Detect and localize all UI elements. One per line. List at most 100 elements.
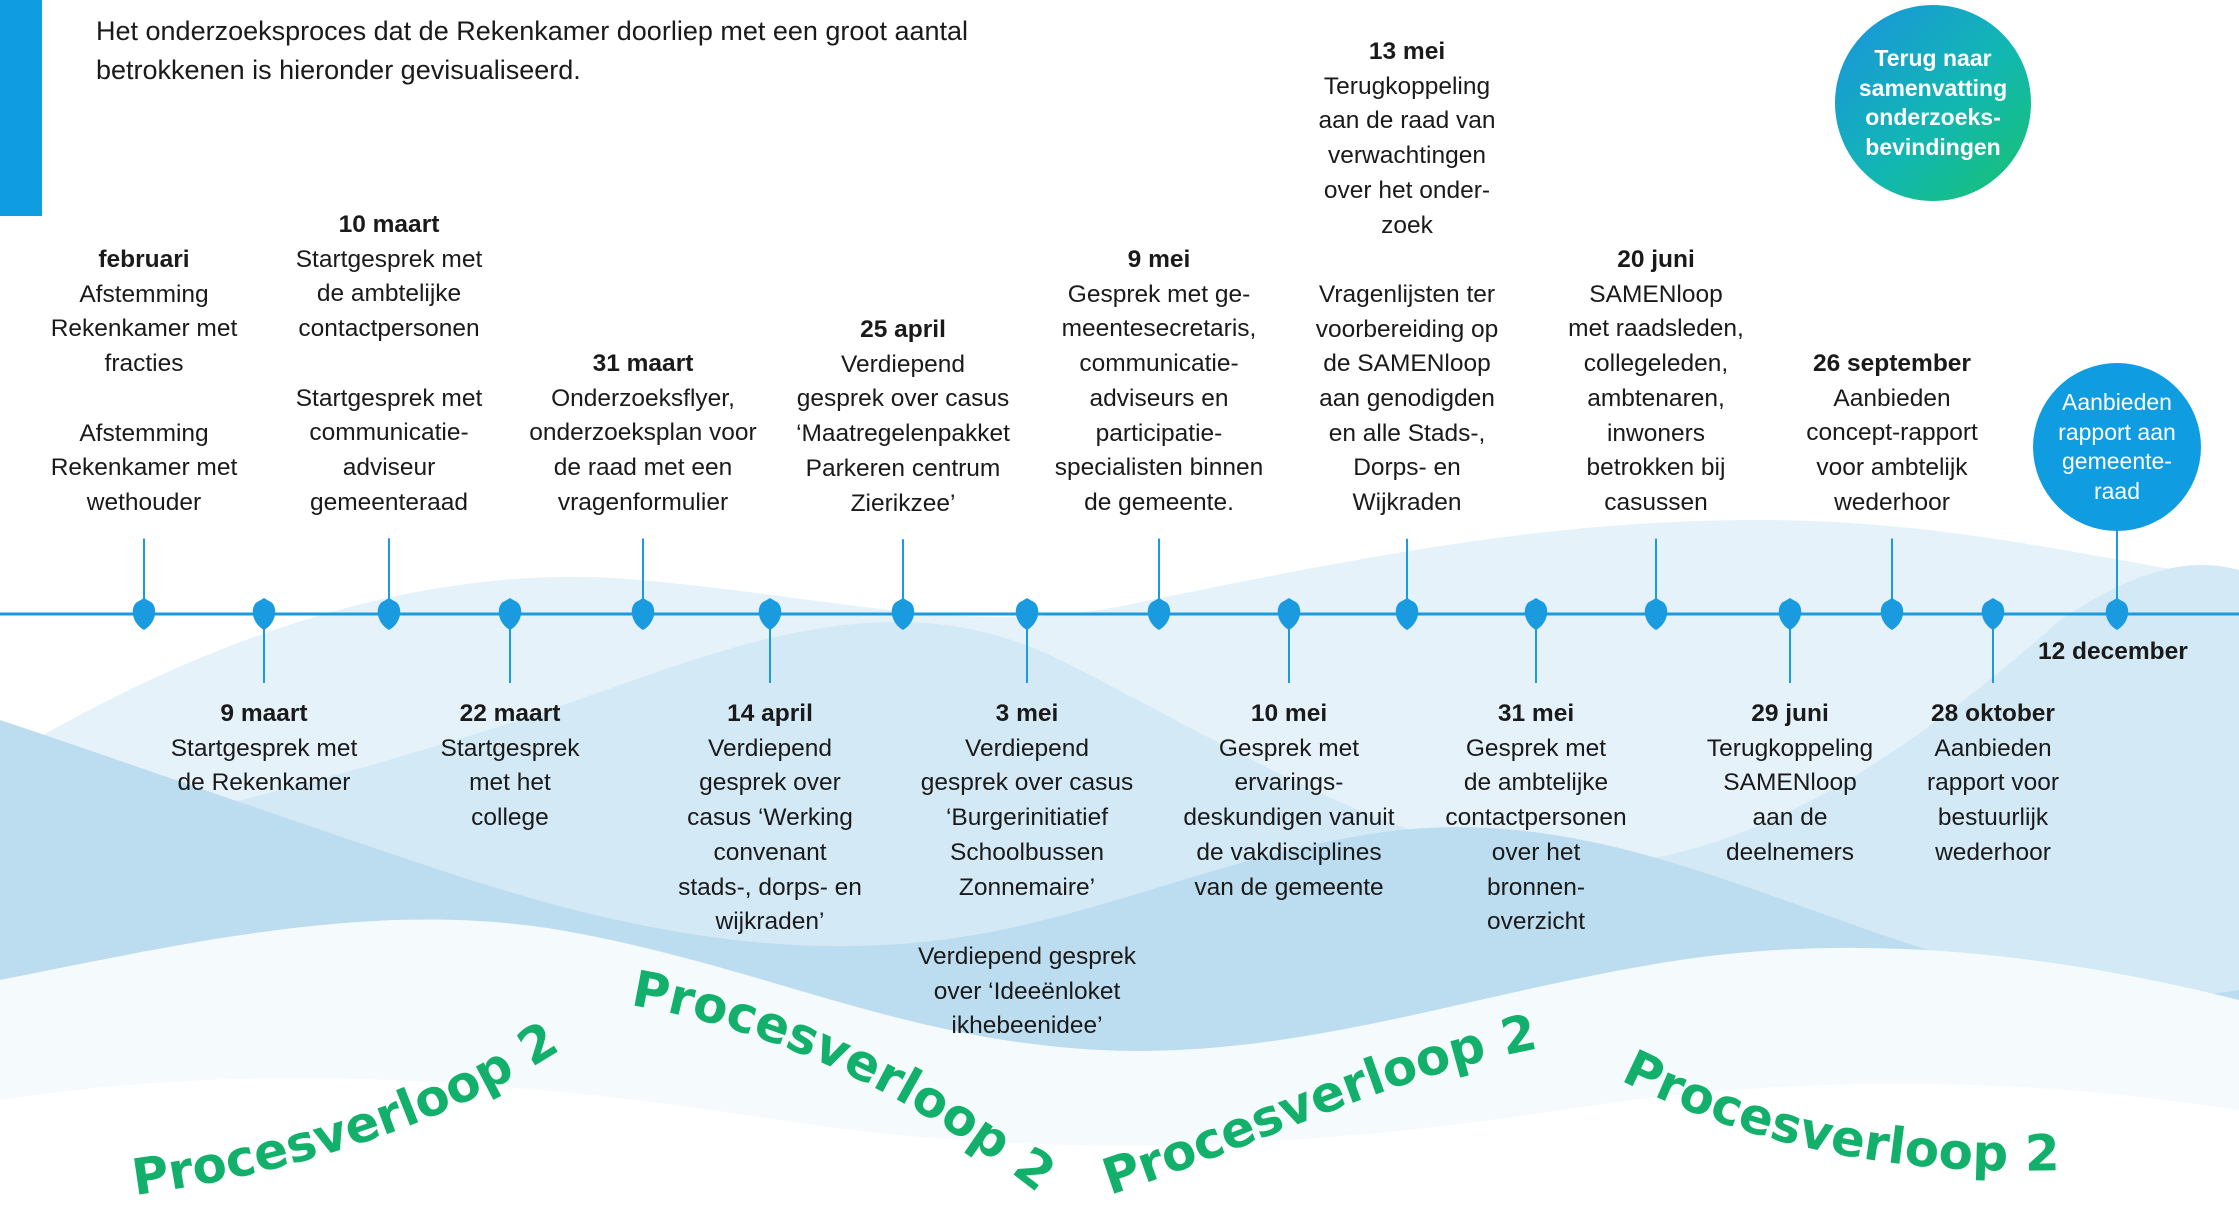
event-text-line: participatie- bbox=[1095, 419, 1223, 447]
event-text-line: Schoolbussen bbox=[950, 838, 1104, 866]
event-spacer bbox=[862, 905, 1192, 940]
event-text-line: Verdiepend bbox=[841, 350, 965, 378]
event-date: 25 april bbox=[860, 316, 946, 343]
event-text-line: Zierikzee’ bbox=[850, 489, 956, 517]
event-text-line: stads-, dorps- en bbox=[678, 873, 862, 901]
event-text-line: wethouder bbox=[86, 488, 202, 516]
event-text-line: de gemeente. bbox=[1084, 488, 1234, 516]
event-text-line: SAMENloop bbox=[1589, 280, 1723, 308]
event-text-line: Terugkoppeling bbox=[1706, 734, 1874, 762]
event-text-line: Terugkoppeling bbox=[1323, 72, 1491, 100]
event-date: 20 juni bbox=[1617, 246, 1695, 273]
event-text-line: contactpersonen bbox=[298, 315, 480, 343]
event-text-line: casus ‘Werking bbox=[687, 804, 853, 832]
event-text-line: Aanbieden bbox=[1934, 734, 2052, 762]
event-date: 31 maart bbox=[592, 350, 694, 377]
back-to-summary-button[interactable]: Terug naar samenvatting onderzoeks- bevi… bbox=[1835, 5, 2031, 201]
event-text-line: meentesecretaris, bbox=[1061, 315, 1257, 343]
event-text-line: de vakdisciplines bbox=[1196, 838, 1382, 866]
event-text-line: en alle Stads-, bbox=[1328, 419, 1486, 447]
event-date: 22 maart bbox=[459, 700, 561, 727]
event-text-line: contactpersonen bbox=[1445, 804, 1627, 832]
final-label-line: Aanbieden bbox=[2061, 389, 2172, 415]
event-text-line: Verdiepend gesprek bbox=[918, 942, 1136, 970]
event-text-line: communicatie- bbox=[1079, 350, 1239, 378]
back-label-line: onderzoeks- bbox=[1865, 104, 2001, 130]
final-report-label: Aanbieden rapport aan gemeente- raad bbox=[2058, 388, 2176, 506]
wave-layer-base bbox=[0, 1078, 2239, 1212]
intro-line-1: Het onderzoeksproces dat de Rekenkamer d… bbox=[96, 16, 969, 46]
event-text-line: Rekenkamer met bbox=[50, 315, 238, 343]
event-text-line: verwachtingen bbox=[1328, 142, 1486, 170]
event-text-line: de ambtelijke bbox=[1463, 769, 1609, 797]
event-date: 28 oktober bbox=[1931, 700, 2055, 727]
event-text-line: betrokken bij bbox=[1586, 454, 1726, 482]
event-text-line: Vragenlijsten ter bbox=[1318, 280, 1496, 308]
back-label-line: Terug naar bbox=[1874, 45, 1992, 71]
final-report-milestone: Aanbieden rapport aan gemeente- raad bbox=[2033, 363, 2201, 531]
event-date: 10 maart bbox=[338, 211, 440, 238]
event-date: 3 mei bbox=[995, 700, 1059, 727]
event-text-line: aan de bbox=[1752, 804, 1828, 832]
event-text-line: bronnen- bbox=[1486, 873, 1586, 901]
event-text-line: Startgesprek met bbox=[295, 384, 483, 412]
accent-bar bbox=[0, 0, 42, 216]
event-text-line: gesprek over casus bbox=[796, 385, 1010, 413]
event-text-line: adviseur bbox=[342, 453, 436, 481]
back-to-summary-label: Terug naar samenvatting onderzoeks- bevi… bbox=[1859, 44, 2007, 162]
event-text-line: de Rekenkamer bbox=[177, 769, 351, 797]
event-text-line: Afstemming bbox=[79, 280, 209, 308]
event-text-line: Startgesprek bbox=[440, 734, 580, 762]
event-text-line: communicatie- bbox=[309, 419, 469, 447]
event-text-line: rapport voor bbox=[1926, 769, 2060, 797]
event-text-line: Gesprek met bbox=[1465, 734, 1607, 762]
event-date: 14 april bbox=[727, 700, 813, 727]
event-text-line: Verdiepend bbox=[708, 734, 832, 762]
event-text-line: college bbox=[471, 804, 549, 832]
event-text-line: aan genodigden bbox=[1319, 385, 1495, 413]
event-text-line: Startgesprek met bbox=[295, 245, 483, 273]
event-text-line: onderzoeksplan voor bbox=[529, 419, 757, 447]
event-text-line: bestuurlijk bbox=[1937, 804, 2049, 832]
final-label-line: raad bbox=[2093, 477, 2141, 504]
event-text-line: Zonnemaire’ bbox=[958, 873, 1096, 901]
back-label-line: samenvatting bbox=[1858, 74, 2008, 101]
event-text-line: Aanbieden bbox=[1833, 384, 1951, 412]
event-date: 26 september bbox=[1813, 350, 1971, 377]
event-text-line: Startgesprek met bbox=[170, 734, 358, 762]
event-text-line: voor ambtelijk bbox=[1816, 454, 1968, 482]
event-text-line: specialisten binnen bbox=[1054, 454, 1264, 482]
event-date: 10 mei bbox=[1250, 700, 1328, 727]
event-text-line: Parkeren centrum bbox=[805, 454, 1001, 482]
event-text-line: ikhebeenidee’ bbox=[951, 1012, 1103, 1040]
event-date: 13 mei bbox=[1368, 38, 1446, 65]
event-text-line: voorbereiding op bbox=[1315, 315, 1499, 343]
event-text-line: Afstemming bbox=[79, 419, 209, 447]
final-label-line: gemeente- bbox=[2062, 448, 2172, 474]
event-text-line: collegeleden, bbox=[1583, 350, 1729, 378]
final-label-line: rapport aan bbox=[2058, 418, 2176, 445]
event-text-line: de raad met een bbox=[553, 454, 733, 482]
event-text-line: van de gemeente bbox=[1194, 873, 1384, 901]
event-text-line: de SAMENloop bbox=[1323, 350, 1491, 378]
event-text-line: gesprek over casus bbox=[920, 769, 1134, 797]
event-text-line: gemeenteraad bbox=[309, 488, 468, 516]
event-text-line: ‘Burgerinitiatief bbox=[945, 804, 1109, 832]
event-text-line: adviseurs en bbox=[1089, 384, 1229, 412]
event-text-line: Verdiepend bbox=[965, 734, 1089, 762]
event-text-line: ‘Maatregelenpakket bbox=[796, 420, 1010, 448]
event-text-line: Rekenkamer met bbox=[50, 454, 238, 482]
event-text-line: Onderzoeksflyer, bbox=[551, 384, 735, 412]
